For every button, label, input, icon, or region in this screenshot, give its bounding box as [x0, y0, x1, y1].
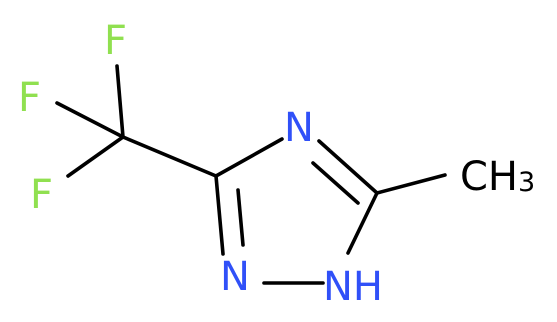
fluorine-label-top: F [104, 18, 127, 64]
bond-n2-c3-inner [236, 188, 245, 247]
nitrogen-label-n2: N [220, 254, 250, 300]
nitrogen-label-n1h: NH [323, 264, 383, 310]
methyl-label: CH3 [460, 154, 535, 200]
bond-c3-n4 [214, 137, 284, 178]
bond-cf3-f-bot [66, 135, 125, 178]
bond-c5-ch3 [375, 173, 447, 195]
bond-c5-n1 [346, 191, 379, 255]
bond-n2-c3 [214, 174, 225, 256]
bond-cf3-f-top [115, 64, 125, 139]
fluorine-label-middle: F [18, 75, 41, 121]
bond-n4-c5 [317, 139, 379, 195]
bond-cf3-c3 [121, 135, 218, 178]
bond-n4-c5-inner [311, 161, 360, 205]
methyl-label-main: CH [460, 154, 518, 200]
bond-cf3-f-mid [55, 101, 125, 139]
atom-labels: F F F N N NH CH3 [18, 18, 535, 310]
methyl-label-subscript: 3 [518, 167, 535, 198]
nitrogen-label-n4: N [284, 105, 314, 151]
fluorine-label-bottom: F [30, 172, 53, 218]
bonds [55, 64, 447, 285]
